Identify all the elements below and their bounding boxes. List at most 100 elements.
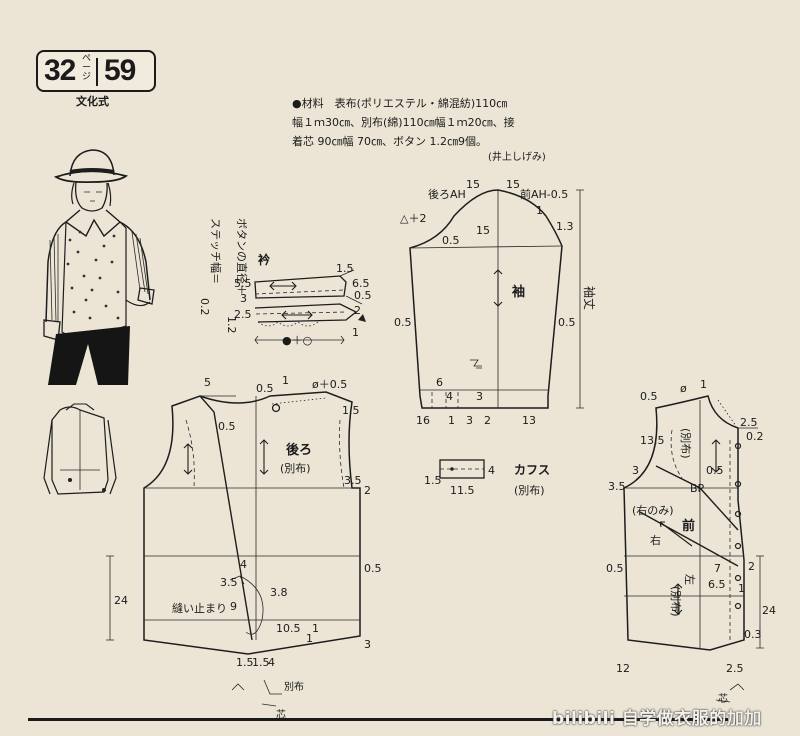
back-interfacing: 芯 [276,708,286,721]
collar-note-line1: ボタンの直径＋ [235,218,249,295]
fashion-illustration [43,149,155,495]
collar-note-line2: ステッチ幅＝ [209,218,222,284]
dimension-label: 3.8 [270,586,288,599]
dimension-label: 0.5 [394,316,412,329]
dimension-label: ø [680,382,687,395]
dimension-label: 3.5 [608,480,626,493]
collar-note-value2: 0.2 [198,298,211,316]
dimension-label: 12 [616,662,630,675]
dimension-label: 2.5 [234,308,252,321]
dimension-label: 2.5 [726,662,744,675]
dimension-label: 10.5 [276,622,301,635]
dimension-label: 0.5 [558,316,576,329]
sleeve-back-ah: 後ろAH [428,187,466,201]
svg-text:1.5: 1.5 [424,474,442,487]
dimension-label: 4 [446,390,453,403]
style-label: 文化式 [76,95,109,108]
dimension-label: 4 [268,656,275,669]
dimension-label: 13 [522,414,536,427]
dimension-label: 3 [364,638,371,651]
front-bp: BP [690,482,705,495]
back-name: 後ろ [286,442,312,458]
back-bodice-pattern: 後ろ (別布) 縫い止まり 別布 芯 5 0.5 1 ø＋0.5 1.5 0.5… [106,374,382,721]
dimension-label: 1.5 [336,262,354,275]
back-dims: 5 0.5 1 ø＋0.5 1.5 0.5 3.5 2 0.5 24 4 3.5… [114,374,382,669]
collar-note-value1: 1.2 [225,316,238,334]
dimension-label: 0.5 [706,464,724,477]
sleeve-name: 袖 [512,284,525,300]
front-dims: 0.5 ø 1 2.5 0.2 13.5 3 0.5 3.5 0.5 2 7 6… [606,378,776,675]
dimension-label: 2.5 [740,416,758,429]
dimension-label: 1.5 [236,656,254,669]
bottom-rule [28,718,728,721]
cuff-title: カフス [514,463,550,477]
materials-line-2: 幅１ｍ30㎝、別布(綿)110㎝幅１ｍ20㎝、接 [292,116,515,129]
dimension-label: ø＋0.5 [312,378,347,391]
collar-note: ボタンの直径＋ ステッチ幅＝ 1.2 0.2 [198,218,249,334]
collar-dims: 1.5 5.5 6.5 3 0.5 2.5 2 1 [234,262,372,339]
dimension-label: 2 [748,560,755,573]
front-interfacing: 芯 [718,692,728,705]
front-left-fabric: (別布) [669,586,682,617]
page-unit-label: ページ [82,54,92,82]
dimension-label: 1 [312,622,319,635]
dimension-label: △＋2 [400,212,426,225]
dimension-label: 3 [466,414,473,427]
dimension-label: 0.5 [442,234,460,247]
cuff-pattern: 4 1.5 11.5 カフス (別布) [424,459,550,497]
dimension-label: 15 [476,224,490,237]
dimension-label: 0.5 [354,289,372,302]
dimension-label: 1 [700,378,707,391]
page-number-right: 59 [104,54,136,87]
front-bodice-pattern: 前 (右のみ) 右 左 (別布) (別布) BP 芯 0.5 ø 1 2.5 0… [606,378,776,705]
dimension-label: 0.5 [364,562,382,575]
dimension-label: 6.5 [352,277,370,290]
dimension-label: 1.5 [342,404,360,417]
dimension-label: 0.5 [640,390,658,403]
materials-line-3: 着芯 90㎝幅 70㎝、ボタン 1.2㎝9個。 [292,135,487,148]
dimension-label: 24 [114,594,128,607]
sleeve-pattern: 後ろAH 前AH-0.5 袖 袖丈 15 15 △＋2 1 0.5 1.3 15… [394,178,597,427]
dimension-label: 1 [282,374,289,387]
collar-title: 衿 [258,252,270,267]
dimension-label: 5 [204,376,211,389]
cuff-fabric: (別布) [514,484,545,497]
dimension-label: 6 [436,376,443,389]
dimension-label: 15 [466,178,480,191]
back-hem-label: 縫い止まり [172,601,227,615]
collar-bottom-dim: ●＋○ [282,334,312,347]
materials-line-1: ●材料 表布(ポリエステル・綿混紡)110㎝ [292,97,508,110]
front-right-only: (右のみ) [632,503,674,517]
dimension-label: 1 [306,632,313,645]
page-number-badge: 32 ページ 59 [36,50,156,92]
dimension-label: 0.3 [744,628,762,641]
front-right: 右 [650,533,661,547]
dimension-label: 3.5 [220,576,238,589]
dimension-label: 3 [632,464,639,477]
materials-block: ●材料 表布(ポリエステル・綿混紡)110㎝ 幅１ｍ30㎝、別布(綿)110㎝幅… [292,94,572,151]
front-left: 左 [683,574,696,585]
front-name: 前 [682,518,695,534]
dimension-label: 1.3 [556,220,574,233]
dimension-label: 0.5 [256,382,274,395]
front-another-fabric: (別布) [679,428,692,459]
svg-text:11.5: 11.5 [450,484,475,497]
dimension-label: 15 [506,178,520,191]
back-fabric: (別布) [280,462,311,475]
dimension-label: 0.2 [746,430,764,443]
dimension-label: 0.5 [606,562,624,575]
badge-divider [96,58,98,86]
svg-text:4: 4 [488,464,495,477]
dimension-label: 24 [762,604,776,617]
dimension-label: 3 [476,390,483,403]
dimension-label: 1 [738,582,745,595]
dimension-label: 1 [536,204,543,217]
watermark: bilibili 自学做衣服的加加 [552,709,762,729]
dimension-label: 5.5 [234,277,252,290]
dimension-label: 3 [240,292,247,305]
dimension-label: 2 [354,304,361,317]
dimension-label: 9 [230,600,237,613]
author-credit: (井上しげみ) [488,152,546,163]
dimension-label: 3.5 [344,474,362,487]
